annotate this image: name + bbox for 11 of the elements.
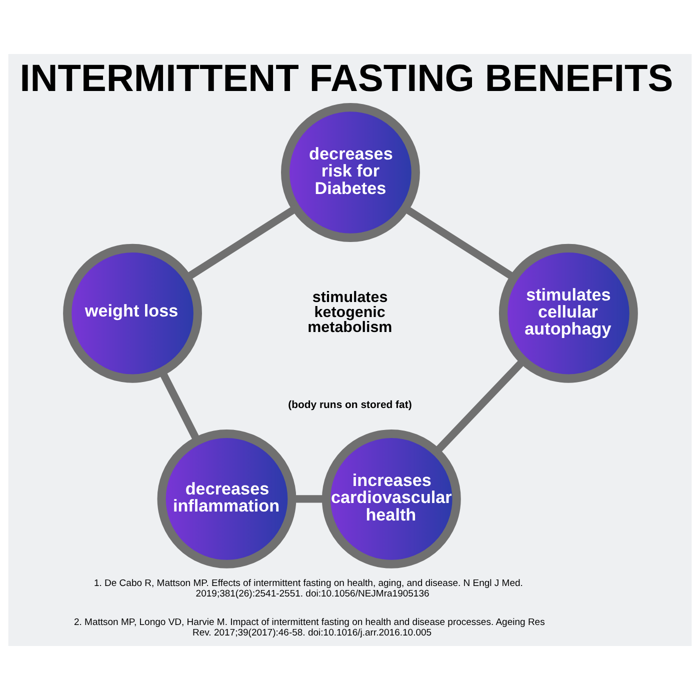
connector xyxy=(434,358,526,454)
node-circle: decreases inflammation xyxy=(157,429,296,568)
diagram-title: INTERMITTENT FASTING BENEFITS xyxy=(20,58,674,100)
node-circle: increases cardiovascular health xyxy=(322,429,461,568)
node-circle: weight loss xyxy=(63,244,202,383)
label: (body runs on stored fat) xyxy=(288,400,412,411)
label: stimulates ketogenic metabolism xyxy=(308,288,392,336)
label: 1. De Cabo R, Mattson MP. Effects of intermittent fasting on health, aging, and disease. N Engl J Med. 2019;381(26):2541-2551. doi:10.1056/NEJMra1905136 xyxy=(94,578,523,600)
label: 2. Mattson MP, Longo VD, Harvie M. Impact of intermittent fasting on health and disease processes. Ageing Res Rev. 2017;39(2017):46-58. doi:10.1016/j.arr.2016.10.005 xyxy=(74,617,545,639)
node-circle: decreases risk for Diabetes xyxy=(281,103,420,242)
node-circle: stimulates cellular autophagy xyxy=(498,244,638,383)
